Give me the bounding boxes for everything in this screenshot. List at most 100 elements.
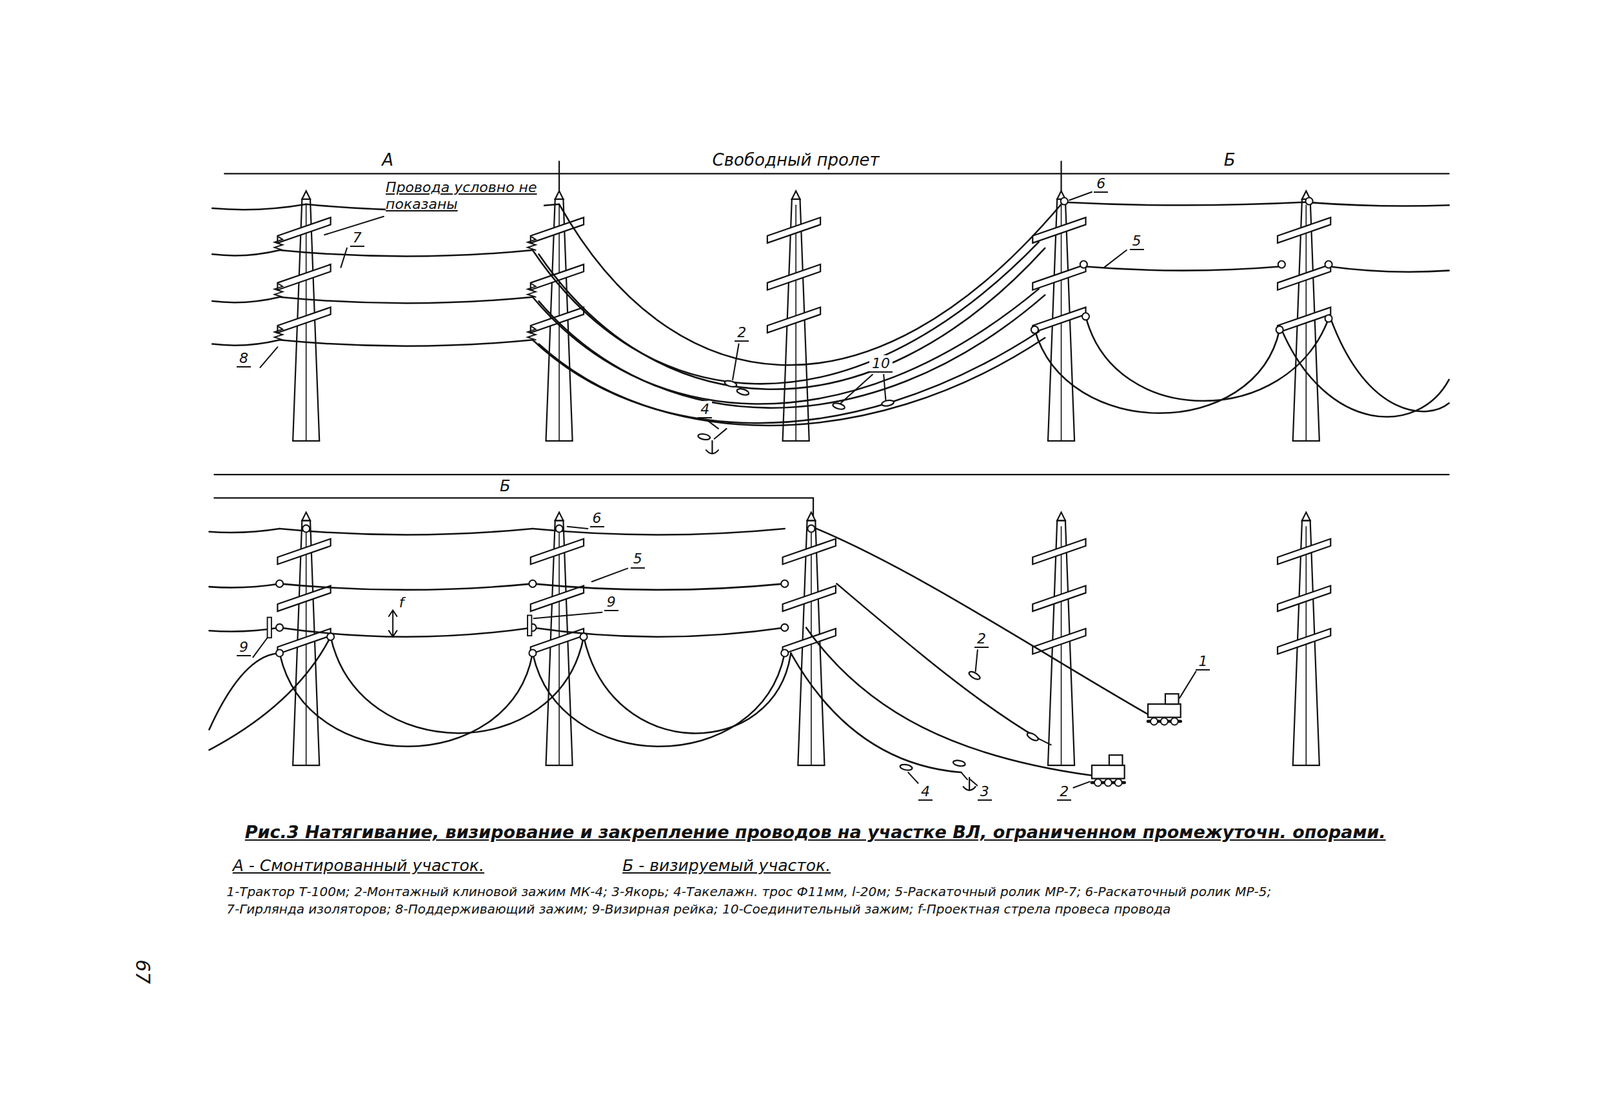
crossarm <box>782 586 836 613</box>
crossarm <box>277 586 331 613</box>
crossarm <box>1277 539 1331 565</box>
leader-line <box>533 612 603 619</box>
tower-peak <box>301 190 311 200</box>
clamp-end <box>1038 739 1052 745</box>
anchor <box>963 777 976 791</box>
leader-line <box>592 568 628 583</box>
callout-number: 10 <box>869 355 893 373</box>
roller <box>1031 326 1039 334</box>
callout-number: 6 <box>1093 175 1108 193</box>
anchor <box>706 441 719 455</box>
line-drawing <box>208 161 1449 791</box>
leader-line <box>975 650 978 672</box>
wire <box>279 653 533 747</box>
section-label: Б <box>1224 150 1236 171</box>
tractor <box>1091 765 1125 780</box>
insulator-string <box>274 326 284 341</box>
tower-peak <box>301 512 311 522</box>
wire <box>532 627 785 637</box>
roller <box>276 580 284 588</box>
clamp <box>831 402 845 411</box>
wire <box>532 288 1039 404</box>
leader-line <box>567 526 589 529</box>
clamp <box>967 670 982 682</box>
tower-edge <box>1060 526 1063 766</box>
tower-edge <box>558 526 560 766</box>
tower-peak <box>807 512 816 522</box>
crossarm <box>1277 217 1331 244</box>
tower-edge <box>305 526 307 766</box>
leader-line <box>732 344 739 380</box>
note: Провода условно не показаны <box>385 179 544 213</box>
callout-number: 9 <box>604 593 619 612</box>
insulator-string <box>274 236 284 251</box>
wire <box>532 332 1039 424</box>
tractor-wheel <box>1094 779 1102 787</box>
bracket-line <box>214 497 814 523</box>
clamp <box>724 379 738 389</box>
wire <box>208 637 331 751</box>
callout-number: 5 <box>630 550 645 569</box>
wire <box>1083 266 1282 271</box>
wire <box>532 583 785 590</box>
tractor-wheel <box>1104 779 1112 787</box>
tractor-cab <box>1165 693 1179 705</box>
wire <box>816 528 1148 715</box>
tower-peak <box>1056 512 1066 522</box>
leader-line <box>340 248 347 268</box>
roller <box>555 524 563 533</box>
wire <box>1330 318 1450 412</box>
wire <box>212 297 280 303</box>
section-note: А - Смонтированный участок. <box>232 857 485 876</box>
wire <box>559 204 1061 366</box>
crossarm <box>767 217 821 244</box>
tractor-wheel <box>1171 717 1179 725</box>
roller <box>326 633 335 641</box>
callout-number: 7 <box>350 229 365 247</box>
tackle-rope <box>960 772 967 780</box>
wire <box>538 295 1045 409</box>
tower-edge <box>810 526 812 766</box>
crossarm <box>1032 217 1086 244</box>
sag-dimension <box>388 610 398 638</box>
roller <box>1325 314 1333 322</box>
leader-line <box>1104 250 1127 268</box>
tractor-wheel <box>1160 717 1168 725</box>
clamp <box>697 433 711 441</box>
bracket-line <box>214 474 1450 476</box>
roller <box>276 624 284 632</box>
tractor-wheel <box>1115 779 1123 787</box>
wire <box>790 653 961 773</box>
wire <box>330 637 584 734</box>
crossarm <box>767 264 821 291</box>
tractor-cab <box>1109 755 1123 766</box>
callout-number: 1 <box>1195 653 1210 671</box>
legend-line: 7-Гирлянда изоляторов; 8-Поддерживающий … <box>226 902 1171 918</box>
tackle-rope <box>714 428 727 440</box>
wire <box>538 248 1045 390</box>
section-note: Б - визируемый участок. <box>622 857 831 876</box>
insulator-string <box>527 236 536 251</box>
callout-number: 2 <box>974 630 989 649</box>
callout-number: 9 <box>236 639 251 657</box>
leader-line <box>706 419 719 429</box>
insulator-string <box>527 283 536 298</box>
wire <box>279 250 533 257</box>
leader-line <box>1069 192 1092 201</box>
wire <box>532 653 785 747</box>
roller <box>1080 261 1088 269</box>
wire <box>806 627 1092 776</box>
dimension-label: f <box>399 594 405 611</box>
tower-peak <box>791 190 801 200</box>
crossarm <box>1277 264 1331 291</box>
tower-peak <box>1302 512 1311 522</box>
roller <box>528 649 536 657</box>
roller <box>302 524 310 533</box>
roller <box>780 624 789 632</box>
wire <box>208 583 280 588</box>
wire <box>208 653 280 731</box>
crossarm <box>277 539 331 565</box>
crossarm <box>1032 586 1086 613</box>
crossarm <box>1032 539 1086 565</box>
